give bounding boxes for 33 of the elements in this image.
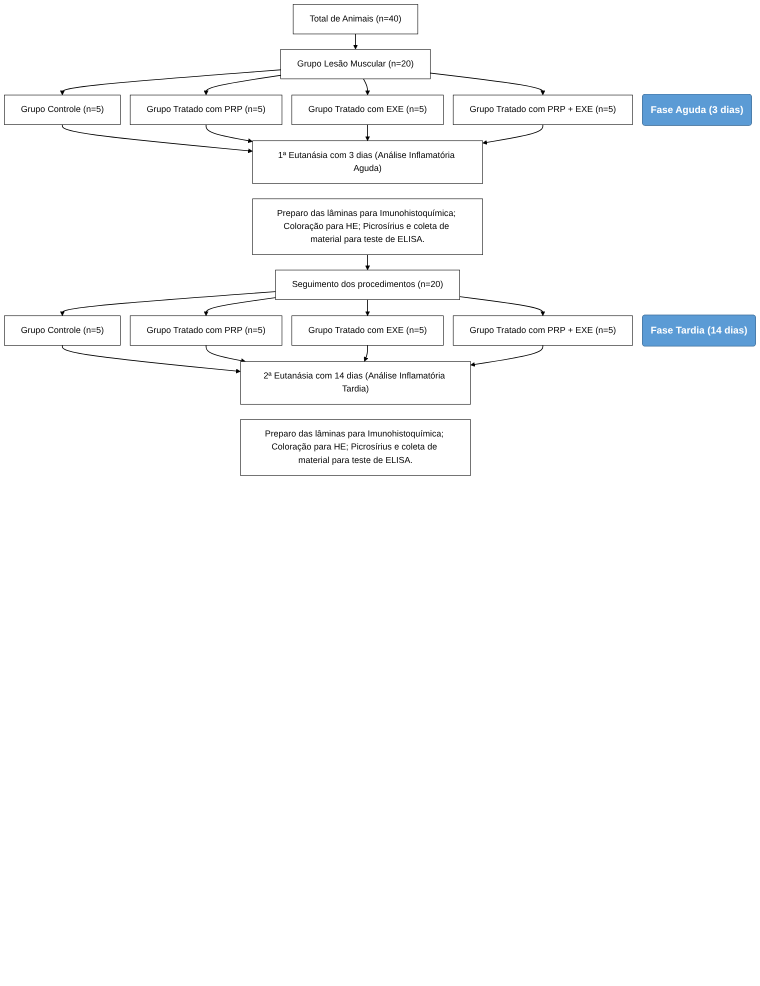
arrow [470,344,544,367]
node-box: Preparo das lâminas para Imunohistoquímica; Coloração para HE; Picrosírius e coleta de material para teste de ELISA. [252,198,483,255]
node-box: Grupo Tratado com PRP (n=5) [130,94,282,125]
node-box: Preparo das lâminas para Imunohistoquímica; Coloração para HE; Picrosírius e coleta de material para teste de ELISA. [240,419,471,476]
node-box: Grupo Tratado com PRP + EXE (n=5) [452,316,633,346]
node-box: 2ª Eutanásia com 14 dias (Análise Inflamatória Tardia) [240,361,471,405]
node-box: Grupo Controle (n=5) [4,94,121,125]
arrow [206,124,253,144]
node-box: Grupo Controle (n=5) [4,316,121,346]
node-box: Grupo Tratado com PRP (n=5) [130,316,282,346]
arrow [365,124,370,141]
arrow [430,72,546,96]
node-box: Total de Animais (n=40) [292,4,418,34]
arrow [353,34,358,50]
node-box: Grupo Tratado com PRP + EXE (n=5) [452,94,633,125]
node-box: 1ª Eutanásia com 3 dias (Análise Inflamatória Aguda) [252,140,483,184]
arrow [482,124,544,145]
arrow [60,291,276,316]
node-box: Grupo Tratado com EXE (n=5) [292,94,444,125]
arrow [62,124,253,154]
arrow [204,297,276,316]
arrow [365,299,370,316]
arrow [204,74,282,96]
node-box: Grupo Tratado com EXE (n=5) [292,316,444,346]
arrow [62,344,241,374]
node-box: Seguimento dos procedimentos (n=20) [275,270,460,300]
arrow [206,344,246,364]
arrow [365,254,370,270]
arrow [60,69,282,96]
node-box: Grupo Lesão Muscular (n=20) [280,49,431,80]
arrow [459,296,546,316]
arrow [364,344,368,362]
arrow [363,78,370,96]
